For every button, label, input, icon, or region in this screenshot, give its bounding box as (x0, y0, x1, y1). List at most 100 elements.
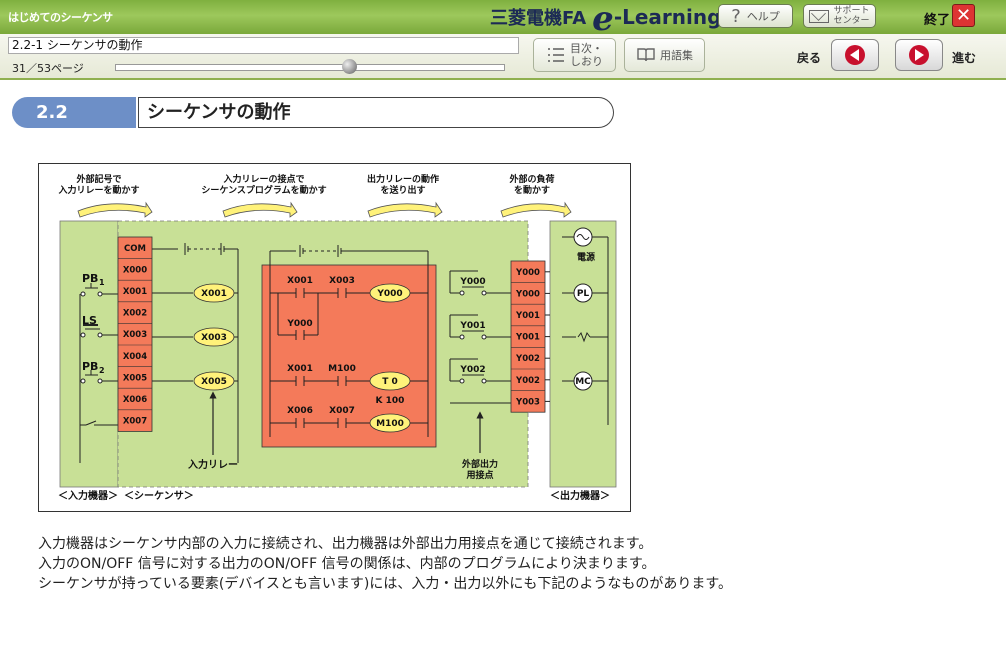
input-relay-1 (193, 327, 235, 347)
support-label-line2: センター (833, 16, 870, 26)
toc-label: 目次・しおり (570, 42, 603, 68)
ls-label: LS (82, 314, 97, 327)
pb2-sub: 2 (99, 366, 105, 375)
close-icon: ✕ (955, 5, 972, 26)
glossary-button[interactable]: 用語集 (624, 38, 705, 72)
input-device-caption: ＜入力機器＞ (58, 489, 118, 502)
out-contact-pin (481, 378, 487, 384)
section-number: 2.2 (12, 97, 136, 128)
caption-step3-line2: を送り出す (380, 184, 425, 196)
caption-step2-line1: 入力リレーの接点で (222, 173, 304, 185)
output-terminal-3: Y001 (515, 333, 540, 343)
rung1-c2-label: X003 (329, 276, 355, 286)
input-terminal-3: X002 (123, 309, 147, 319)
question-icon: ? (731, 5, 741, 27)
toolbar: 2.2-1 シーケンサの動作 31／53ページ 目次・しおり 用語集 戻る 進む (0, 34, 1006, 80)
toc-bookmark-button[interactable]: 目次・しおり (533, 38, 616, 72)
brand-e: e (592, 0, 614, 39)
rung3-c2-label: M100 (328, 364, 356, 374)
input-device-panel (59, 220, 119, 488)
next-page-button[interactable] (895, 39, 943, 71)
next-label: 進む (952, 51, 977, 65)
output-device-caption: ＜出力機器＞ (550, 489, 610, 502)
brand-learning: -Learning (613, 5, 722, 29)
out-contact-pin (459, 290, 465, 296)
rung3-coil-label: T 0 (382, 377, 398, 387)
book-icon (637, 48, 655, 62)
arrow-right-icon (909, 45, 929, 65)
help-label: ヘルプ (746, 10, 780, 23)
pb2-label: PB (82, 360, 98, 373)
rung4-c1-label: X006 (287, 406, 313, 416)
pb1-sub: 1 (99, 278, 105, 287)
caption-step4-line1: 外部の負荷 (508, 173, 554, 185)
body-line-2: 入力のON/OFF 信号に対する出力のON/OFF 信号の関係は、内部のプログラ… (38, 556, 656, 572)
caption-step1-line1: 外部記号で (75, 173, 121, 185)
arrow-step2 (222, 201, 298, 218)
caption-step4-line2: を動かす (514, 184, 550, 196)
course-title: はじめてのシーケンサ (8, 11, 113, 24)
output-device-panel (549, 220, 617, 488)
support-label: サポートセンター (833, 6, 869, 26)
list-icon (548, 48, 564, 62)
output-terminal-4: Y002 (515, 354, 540, 364)
input-relay-1-label: X003 (201, 333, 227, 343)
rung1-coil-label: Y000 (376, 289, 402, 299)
arrow-step3 (367, 201, 443, 218)
output-terminal-1: Y000 (515, 289, 540, 299)
support-label-line1: サポート (833, 6, 870, 16)
output-terminal-2: Y001 (515, 311, 540, 321)
input-terminal-6: X005 (123, 373, 147, 383)
sequencer-caption: ＜シーケンサ＞ (124, 490, 194, 502)
load-power-label: 電源 (577, 251, 595, 263)
input-terminal-8: X007 (123, 417, 147, 427)
input-relay-2-label: X005 (201, 377, 227, 387)
body-line-3: シーケンサが持っている要素(デバイスとも言います)には、入力・出力以外にも下記の… (38, 576, 732, 592)
input-terminal-frame (117, 236, 153, 432)
page-slider-thumb[interactable] (342, 59, 357, 74)
load-pl-label: PL (577, 289, 590, 299)
input-terminal-2: X001 (123, 287, 147, 297)
envelope-icon (809, 9, 830, 23)
input-relay-0 (193, 283, 235, 303)
prev-page-button[interactable] (831, 39, 879, 71)
arrow-step4 (500, 201, 572, 218)
caption-step2-line2: シーケンスプログラムを動かす (201, 184, 326, 196)
caption-step1-line2: 入力リレーを動かす (57, 184, 139, 196)
load-mc-label: MC (575, 377, 591, 387)
rung4-c2-label: X007 (329, 406, 355, 416)
output-contact-1: Y001 (459, 321, 485, 331)
page-slider-track[interactable] (115, 64, 505, 71)
output-terminal-0: Y000 (515, 268, 540, 278)
rung2-c1-label: Y000 (286, 319, 312, 329)
arrow-step1 (77, 201, 153, 218)
output-contact-2: Y002 (459, 365, 485, 375)
out-contact-pin (459, 378, 465, 384)
help-button[interactable]: ? ヘルプ (718, 4, 793, 28)
page-count: 31／53ページ (12, 62, 84, 75)
back-label: 戻る (797, 51, 822, 65)
rung4-coil-label: M100 (376, 419, 404, 429)
brand-company: 三菱電機FA (490, 8, 587, 29)
input-terminal-0: COM (124, 244, 146, 254)
output-contact-label-2: 用接点 (465, 469, 493, 481)
rung3-k-label: K 100 (376, 396, 405, 406)
support-center-button[interactable]: サポートセンター (803, 4, 876, 28)
sequencer-operation-diagram: 外部記号で 入力リレーを動かす 入力リレーの接点で シーケンスプログラムを動かす… (38, 163, 631, 512)
body-line-1: 入力機器はシーケンサ内部の入力に接続され、出力機器は外部出力用接点を通じて接続さ… (38, 536, 653, 552)
rung3-c1-label: X001 (287, 364, 313, 374)
body-text: 入力機器はシーケンサ内部の入力に接続され、出力機器は外部出力用接点を通じて接続さ… (38, 534, 978, 594)
output-contact-label-1: 外部出力 (461, 458, 498, 470)
input-terminal-5: X004 (123, 352, 147, 362)
quit-label: 終了 (924, 13, 951, 28)
output-terminal-6: Y003 (515, 397, 540, 407)
caption-step3-line1: 出力リレーの動作 (367, 173, 439, 185)
out-contact-pin (459, 334, 465, 340)
close-button[interactable]: ✕ (952, 4, 975, 27)
glossary-label: 用語集 (660, 49, 693, 62)
